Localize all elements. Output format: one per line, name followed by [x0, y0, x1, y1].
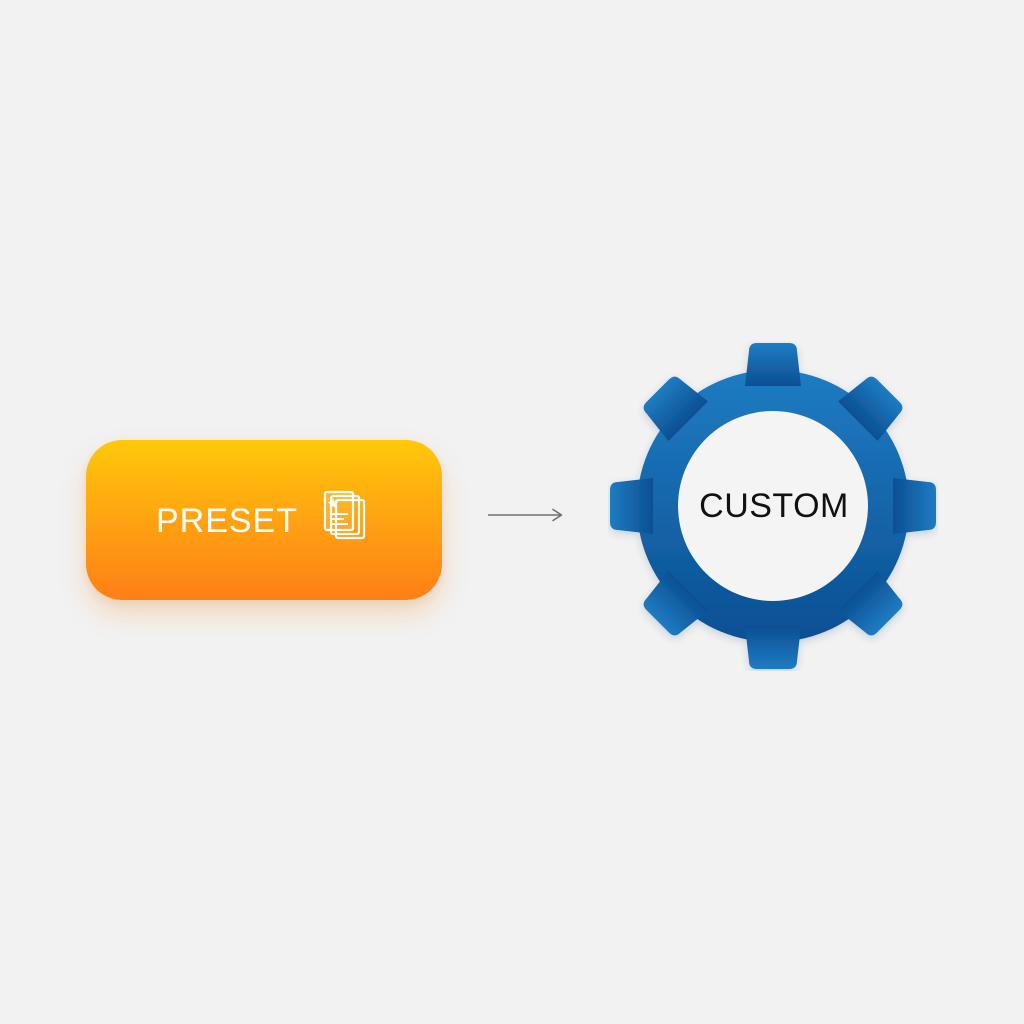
arrow-right-icon — [488, 508, 563, 522]
gear-icon — [610, 343, 936, 669]
preset-label: PRESET — [155, 502, 299, 540]
custom-gear[interactable]: CUSTOM — [608, 341, 938, 671]
preset-button[interactable]: PRESET — [86, 440, 442, 600]
preset-document-stack-icon — [322, 490, 372, 544]
custom-label: CUSTOM — [699, 486, 849, 525]
